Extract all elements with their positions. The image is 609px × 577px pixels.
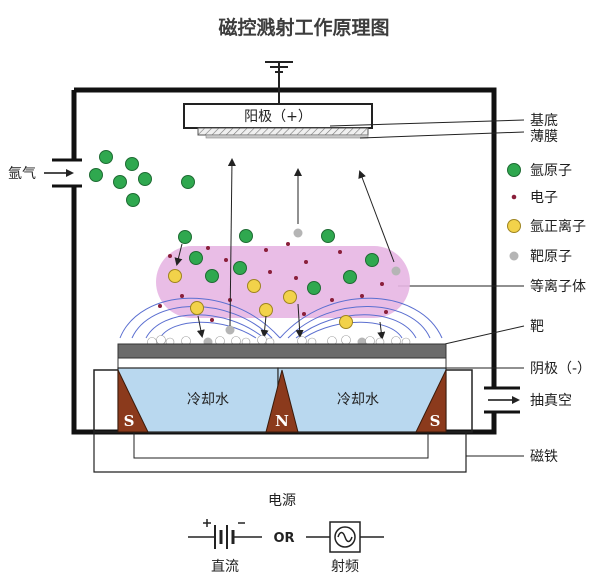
dc-battery-icon	[188, 519, 262, 549]
magnet-bracket	[93, 432, 467, 473]
rf-source-icon	[306, 521, 384, 553]
anode-label: 阳极（+）	[244, 109, 312, 125]
legend-argon-atom-icon	[507, 163, 521, 177]
argon-inlet	[44, 158, 82, 188]
legend-electron: 电子	[530, 190, 558, 206]
substrate-label: 基底	[530, 112, 558, 129]
vacuum-outlet	[484, 386, 520, 414]
magnet-label: 磁铁	[530, 449, 558, 465]
legend-target-atom: 靶原子	[530, 249, 572, 265]
power-label: 电源	[268, 493, 296, 509]
film-layer	[205, 134, 369, 139]
trajectory-arrows	[174, 158, 395, 340]
pole-s-right-label: S	[430, 412, 441, 430]
film-label: 薄膜	[530, 129, 558, 145]
cathode-label: 阴极（-）	[530, 361, 591, 377]
legend-argon-ion: 氩正离子	[530, 218, 586, 235]
cooling-water-right-label: 冷却水	[337, 392, 379, 408]
or-label: OR	[273, 531, 294, 546]
magnetic-field-lines	[119, 297, 443, 339]
substrate-layer	[197, 127, 369, 136]
electrons	[158, 242, 388, 322]
legend-argon-atom: 氩原子	[530, 163, 572, 179]
legend: 氩原子 电子 氩正离子 靶原子	[507, 163, 586, 265]
plasma-argon-atoms	[178, 229, 379, 295]
argon-ions	[168, 269, 353, 329]
ground-icon	[265, 61, 293, 104]
legend-electron-icon	[511, 194, 517, 200]
free-argon-atoms	[89, 150, 195, 207]
target-plate	[117, 343, 447, 359]
cathode-plate	[117, 357, 447, 369]
cooling-water-left-label: 冷却水	[187, 392, 229, 408]
rf-label: 射频	[331, 559, 359, 575]
plasma-label: 等离子体	[530, 278, 586, 295]
magnet-pole-n	[265, 369, 299, 433]
anode-plate	[183, 103, 373, 129]
target-label: 靶	[530, 319, 544, 335]
argon-gas-label: 氩气	[8, 166, 36, 182]
dc-label: 直流	[211, 558, 239, 575]
pole-n-label: N	[275, 412, 289, 430]
magnet-pole-s-right	[415, 369, 447, 433]
pole-s-left-label: S	[124, 412, 135, 430]
legend-target-atom-icon	[509, 251, 519, 261]
vacuum-label: 抽真空	[530, 393, 572, 409]
diagram-title: 磁控溅射工作原理图	[218, 16, 389, 39]
power-wiring	[133, 432, 429, 459]
legend-argon-ion-icon	[507, 219, 521, 233]
magnet-pole-s-left	[117, 369, 149, 433]
